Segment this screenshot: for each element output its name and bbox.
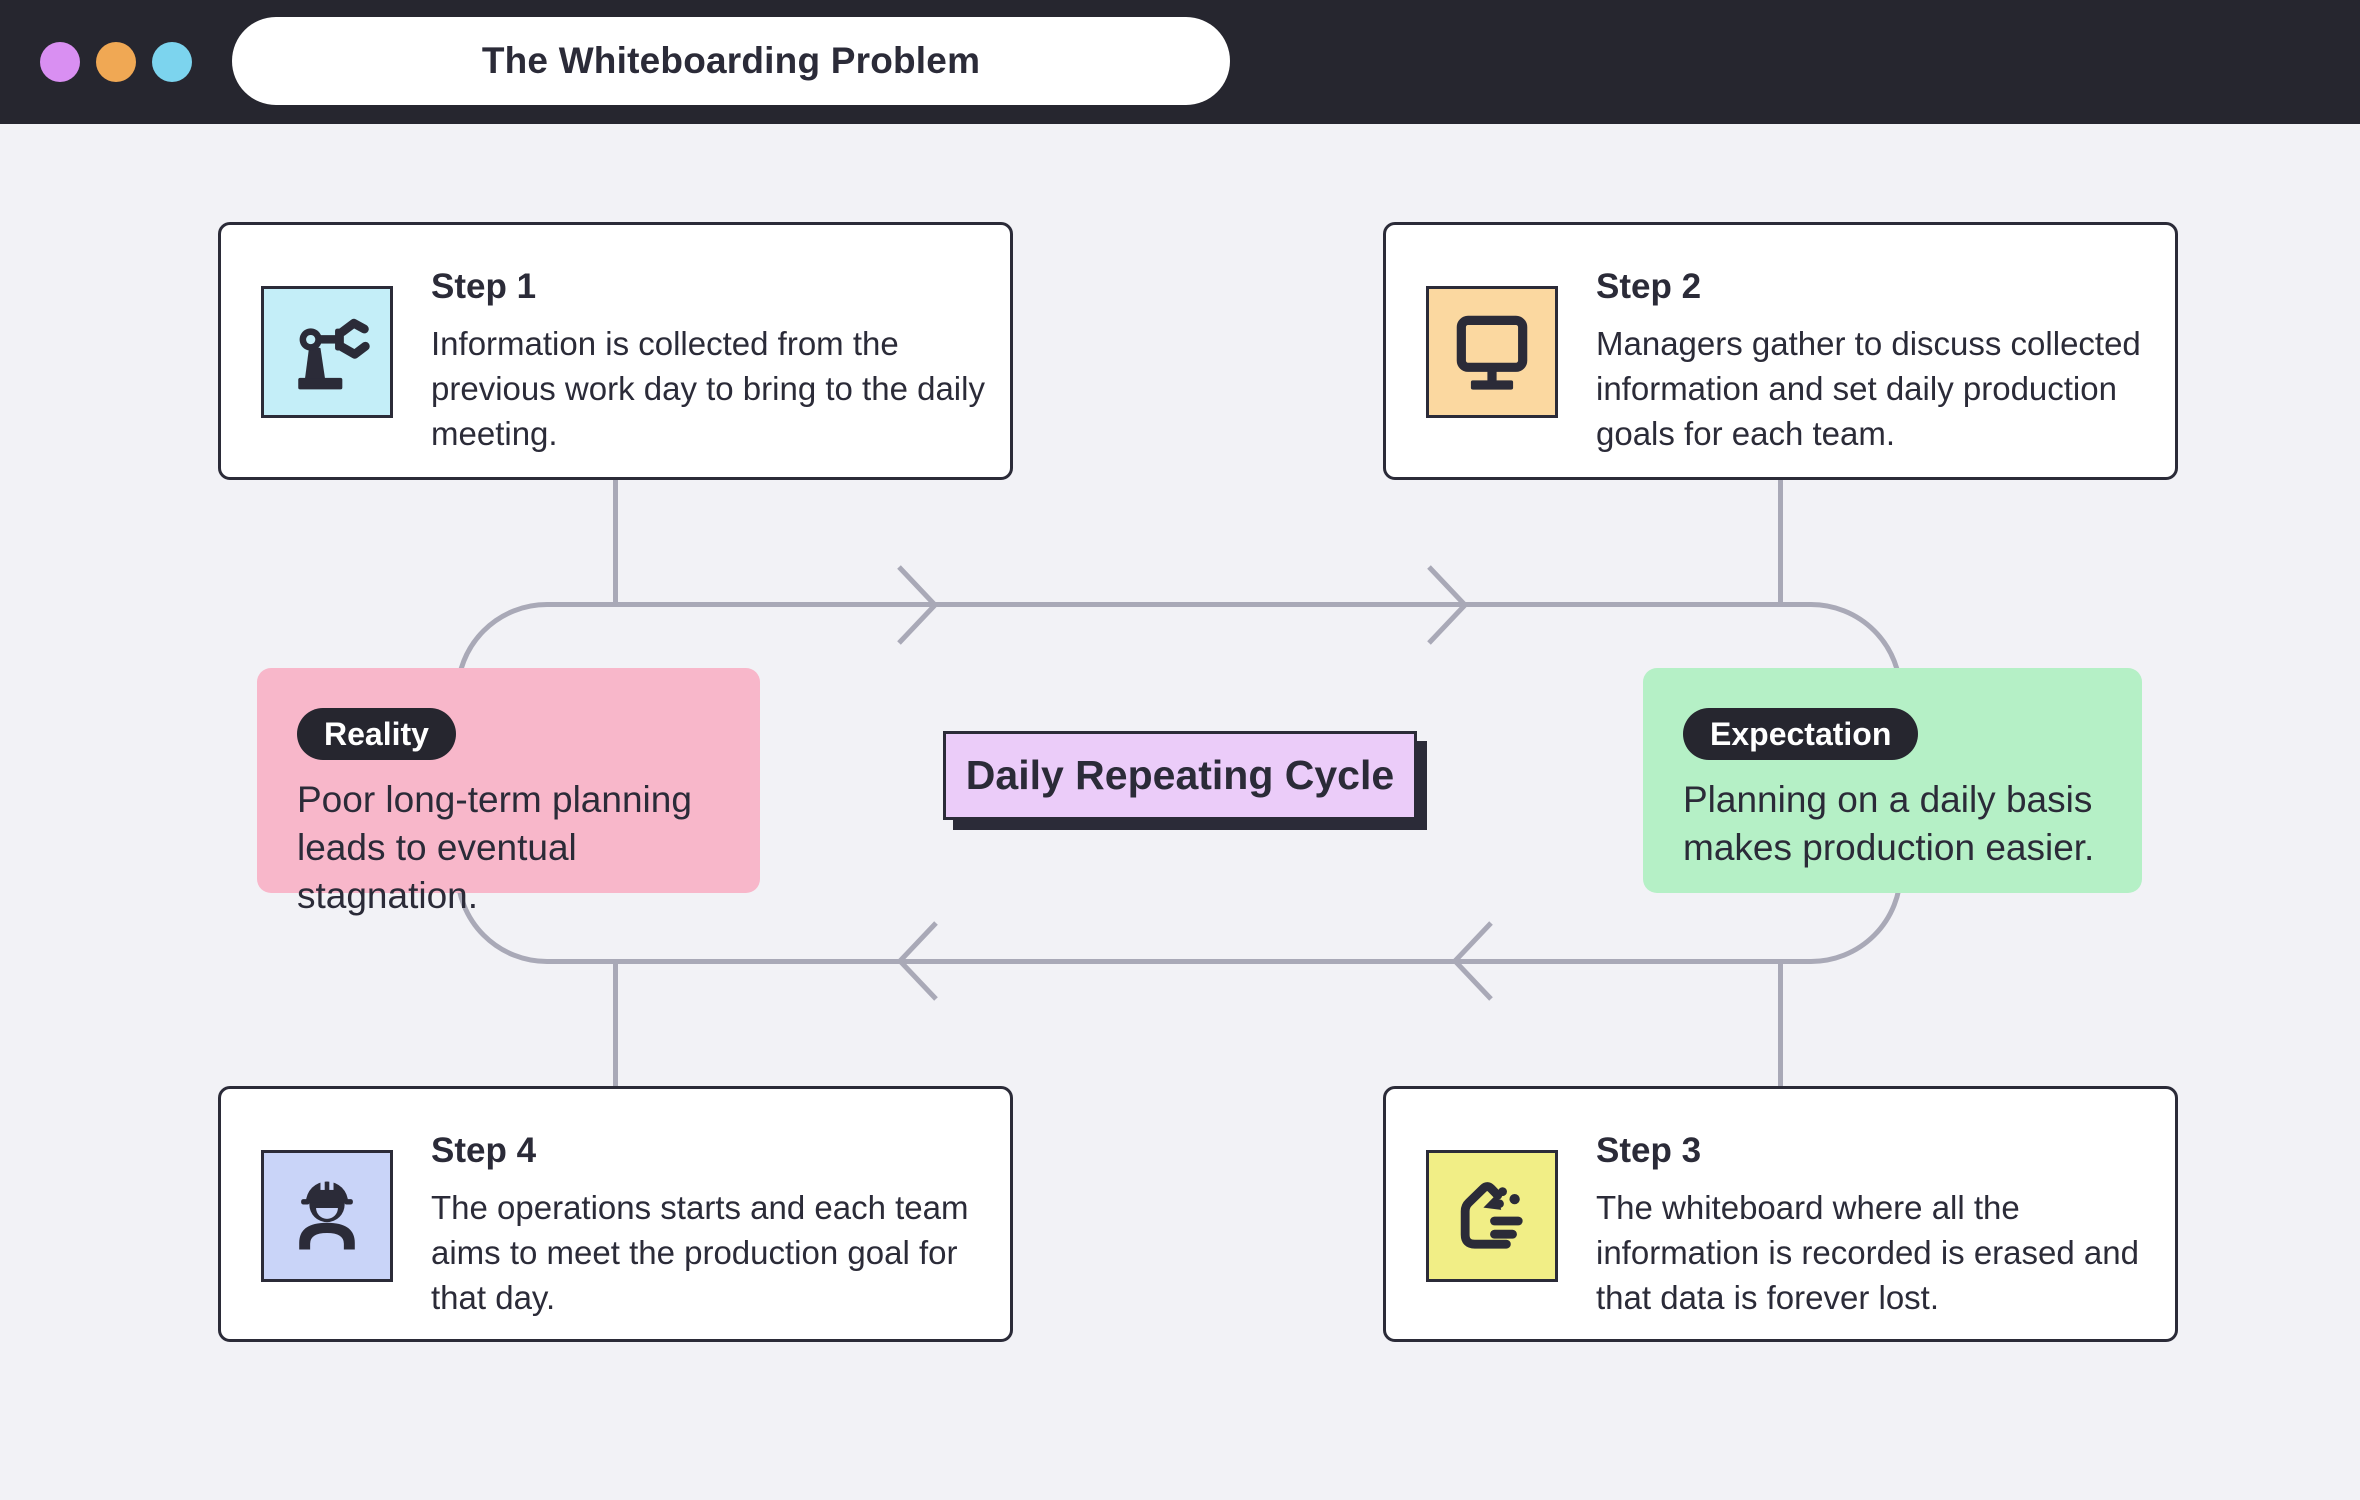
reality-card: Reality Poor long-term planning leads to… bbox=[257, 668, 760, 916]
expectation-card: Expectation Planning on a daily basis ma… bbox=[1643, 668, 2142, 893]
arrow-left-icon bbox=[1451, 921, 1493, 1001]
step-description-line: that day. bbox=[431, 1279, 556, 1316]
step-description-line: information is recorded is erased and bbox=[1596, 1234, 2139, 1271]
step-description-line: meeting. bbox=[431, 415, 558, 452]
step-4-card: Step 4 The operations starts and each te… bbox=[218, 1086, 1013, 1342]
reality-text-line: Poor long-term planning bbox=[297, 779, 692, 820]
step-title: Step 3 bbox=[1596, 1131, 1702, 1170]
step-description-line: information and set daily production bbox=[1596, 370, 2117, 407]
step-icon-tile bbox=[1426, 286, 1558, 418]
step-description-line: The operations starts and each team bbox=[431, 1189, 969, 1226]
window-control-dot-purple[interactable] bbox=[40, 42, 80, 82]
page-title: The Whiteboarding Problem bbox=[481, 40, 981, 81]
connector-step4 bbox=[613, 960, 618, 1086]
expectation-badge: Expectation bbox=[1683, 708, 1919, 760]
step-description-line: The whiteboard where all the bbox=[1596, 1189, 2020, 1226]
reality-badge: Reality bbox=[297, 708, 456, 760]
arrow-right-icon bbox=[1427, 565, 1469, 645]
arrow-right-icon bbox=[897, 565, 939, 645]
step-description-line: that data is forever lost. bbox=[1596, 1279, 1940, 1316]
reality-text-line: leads to eventual stagnation. bbox=[297, 827, 577, 916]
step-title: Step 1 bbox=[431, 267, 537, 306]
worker-icon bbox=[299, 1181, 355, 1250]
connector-step3 bbox=[1778, 960, 1783, 1086]
step-description-line: goals for each team. bbox=[1596, 415, 1895, 452]
title-pill: The Whiteboarding Problem bbox=[232, 17, 1230, 105]
step-description-line: Information is collected from the bbox=[431, 325, 899, 362]
robot-arm-icon bbox=[298, 318, 370, 390]
expectation-text-line: Planning on a daily basis bbox=[1683, 779, 2093, 820]
step-description-line: previous work day to bring to the daily bbox=[431, 370, 985, 407]
step-description-line: aims to meet the production goal for bbox=[431, 1234, 958, 1271]
step-2-card: Step 2 Managers gather to discuss collec… bbox=[1383, 222, 2178, 480]
step-description-line: Managers gather to discuss collected bbox=[1596, 325, 2141, 362]
window-title-bar: The Whiteboarding Problem bbox=[0, 0, 2360, 124]
expectation-text-line: makes production easier. bbox=[1683, 827, 2095, 868]
cycle-center-box: Daily Repeating Cycle bbox=[943, 731, 1417, 820]
step-title: Step 2 bbox=[1596, 267, 1702, 306]
step-1-card: Step 1 Information is collected from the… bbox=[218, 222, 1013, 480]
step-icon-tile bbox=[261, 1150, 393, 1282]
step-icon-tile bbox=[1426, 1150, 1558, 1282]
cycle-center-label: Daily Repeating Cycle bbox=[965, 752, 1395, 798]
connector-step2 bbox=[1778, 480, 1783, 606]
eraser-icon bbox=[1460, 1182, 1523, 1249]
step-title: Step 4 bbox=[431, 1131, 537, 1170]
arrow-left-icon bbox=[896, 921, 938, 1001]
step-icon-tile bbox=[261, 286, 393, 418]
window-control-dot-orange[interactable] bbox=[96, 42, 136, 82]
monitor-icon bbox=[1456, 315, 1528, 390]
step-3-card: Step 3 The whiteboard where all the info… bbox=[1383, 1086, 2178, 1342]
window-control-dot-blue[interactable] bbox=[152, 42, 192, 82]
connector-step1 bbox=[613, 480, 618, 606]
